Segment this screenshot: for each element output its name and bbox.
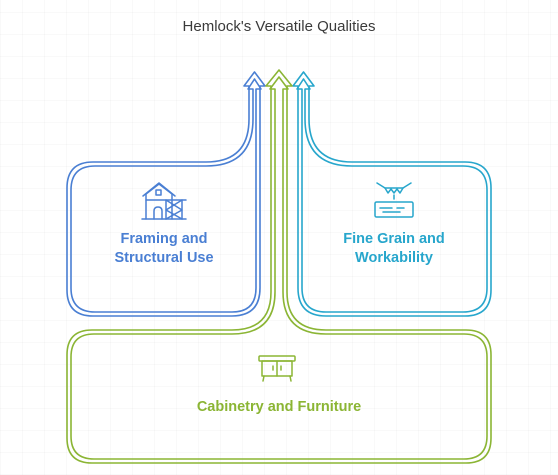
framing-node xyxy=(66,71,266,317)
cabinetry-label: Cabinetry and Furniture xyxy=(196,399,362,415)
cabinetry-arrow-inner xyxy=(70,76,488,460)
framing-label-line1: Framing and xyxy=(120,231,208,247)
cabinet-icon xyxy=(258,355,296,382)
fine-grain-label-line2: Workability xyxy=(355,250,433,266)
fine-grain-node xyxy=(292,71,492,317)
cabinetry-arrow-outline xyxy=(66,69,492,464)
fine-grain-label-line1: Fine Grain and xyxy=(343,231,445,247)
cabinetry-node xyxy=(66,69,492,464)
wood-plank-saw-icon xyxy=(374,182,414,218)
fine-grain-label: Fine Grain and Workability xyxy=(322,230,466,268)
fine-grain-arrow-inner xyxy=(296,78,488,313)
framing-label-line2: Structural Use xyxy=(114,250,214,266)
framing-arrow-inner xyxy=(70,78,262,313)
framing-arrow-outline xyxy=(66,71,266,317)
house-scaffold-icon xyxy=(141,182,187,220)
fine-grain-arrow-outline xyxy=(292,71,492,317)
diagram-title: Hemlock's Versatile Qualities xyxy=(182,18,376,35)
framing-label: Framing and Structural Use xyxy=(94,230,234,268)
